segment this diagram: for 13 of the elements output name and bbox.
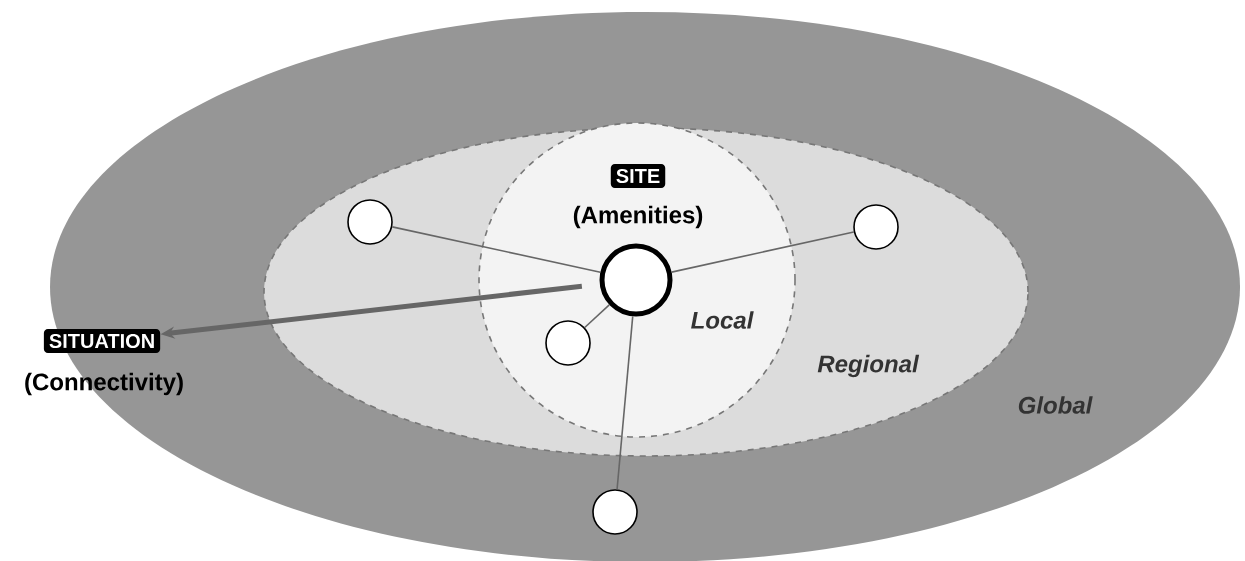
connector-line (583, 304, 611, 329)
connector-line (670, 231, 855, 273)
region-label: Local (691, 311, 754, 329)
hub-circle (599, 243, 673, 317)
caption-text: (Amenities) (573, 205, 703, 229)
connector-line (391, 226, 602, 273)
circle (853, 204, 899, 250)
circle (592, 489, 638, 535)
region-label: Regional (817, 354, 920, 378)
circle (347, 199, 393, 245)
region-label: Global (1018, 396, 1093, 414)
circle (545, 320, 591, 366)
connector-line (616, 315, 634, 491)
